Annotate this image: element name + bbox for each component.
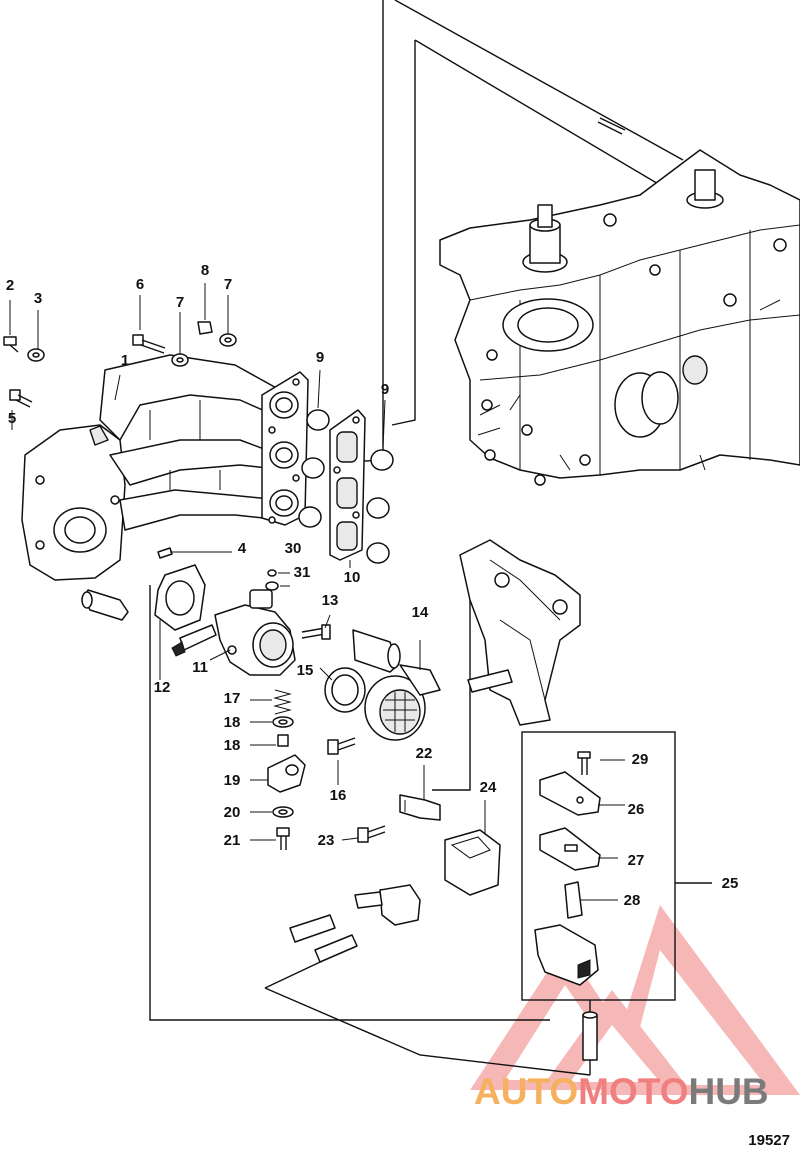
watermark-part-2: MOTO xyxy=(578,1071,689,1112)
leader-lines xyxy=(9,283,625,901)
lower-hose xyxy=(582,1011,598,1061)
intake-manifold xyxy=(21,354,309,581)
callout-20: 20 xyxy=(224,804,241,821)
callout-9: 9 xyxy=(316,349,324,366)
silencer-seal xyxy=(324,667,366,713)
callout-24: 24 xyxy=(480,779,497,796)
callout-7: 7 xyxy=(224,276,232,293)
callout-10: 10 xyxy=(344,569,361,586)
callout-15: 15 xyxy=(297,662,314,679)
callout-7: 7 xyxy=(176,294,184,311)
throttle-body xyxy=(171,589,296,676)
callout-18: 18 xyxy=(224,737,241,754)
watermark-logo xyxy=(470,905,800,1095)
callout-30: 30 xyxy=(285,540,302,557)
callout-23: 23 xyxy=(318,832,335,849)
assembly-box-25 xyxy=(521,731,676,1001)
callout-17: 17 xyxy=(224,690,241,707)
washer-18a xyxy=(272,716,294,728)
callout-6: 6 xyxy=(136,276,144,293)
small-parts-30-31 xyxy=(265,569,279,591)
callout-22: 22 xyxy=(416,745,433,762)
bushing-19 xyxy=(277,734,289,747)
insert-28 xyxy=(564,881,583,919)
clip-22 xyxy=(399,794,441,821)
callout-5: 5 xyxy=(8,410,16,427)
air-silencer xyxy=(364,664,441,741)
callout-14: 14 xyxy=(412,604,429,621)
callout-27: 27 xyxy=(628,852,645,869)
callout-11: 11 xyxy=(192,659,208,676)
watermark-text: AUTOMOTOHUB xyxy=(474,1073,769,1110)
short-hose-left xyxy=(81,589,129,621)
callout-1: 1 xyxy=(121,352,129,369)
mounting-bracket xyxy=(459,539,581,726)
callout-31: 31 xyxy=(294,564,311,581)
callout-19: 19 xyxy=(224,772,241,789)
watermark-part-3: HUB xyxy=(688,1071,769,1112)
callout-26: 26 xyxy=(628,801,645,818)
screw-29 xyxy=(577,751,591,775)
callout-12: 12 xyxy=(154,679,171,696)
callout-29: 29 xyxy=(632,751,649,768)
figure-id: 19527 xyxy=(748,1132,790,1149)
o-rings xyxy=(298,409,394,564)
hardware-top-left xyxy=(3,321,237,408)
dowel-pin xyxy=(157,547,173,559)
engine-block xyxy=(439,117,800,486)
cover-26 xyxy=(539,771,601,816)
callout-3: 3 xyxy=(34,290,42,307)
callout-9: 9 xyxy=(381,381,389,398)
callout-4: 4 xyxy=(238,540,247,557)
connector-hose xyxy=(352,629,401,673)
callout-28: 28 xyxy=(624,892,641,909)
bolt-23 xyxy=(357,825,386,843)
watermark-part-1: AUTO xyxy=(474,1071,579,1112)
holder-24 xyxy=(444,829,501,896)
plate-27 xyxy=(539,827,601,871)
housing-25 xyxy=(534,924,599,986)
bolt-13 xyxy=(301,624,331,640)
spring-17 xyxy=(273,689,292,715)
callout-18: 18 xyxy=(224,714,241,731)
reed-plate xyxy=(329,409,366,561)
callout-21: 21 xyxy=(224,832,241,849)
callout-16: 16 xyxy=(330,787,347,804)
callout-2: 2 xyxy=(6,277,14,294)
callout-8: 8 xyxy=(201,262,209,279)
bracket-20 xyxy=(267,754,306,793)
callout-13: 13 xyxy=(322,592,339,609)
callout-25: 25 xyxy=(722,875,739,892)
throttle-gasket xyxy=(154,564,206,631)
screw-21 xyxy=(276,827,290,850)
callout-labels: 1234567789910111213141516171818192021222… xyxy=(6,262,739,909)
fuel-connector xyxy=(289,884,421,963)
bolt-16 xyxy=(327,737,356,755)
washer-18b xyxy=(272,806,294,818)
